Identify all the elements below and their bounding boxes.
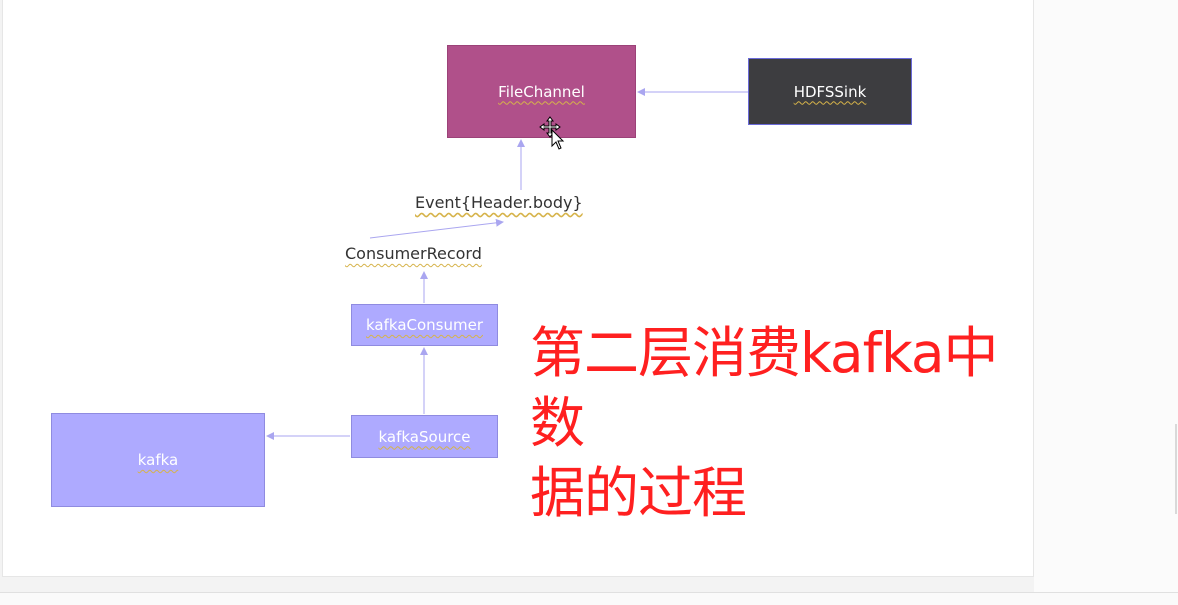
annotation-title: 第二层消费kafka中数 据的过程 (530, 318, 1000, 528)
kafka-label: kafka (137, 451, 179, 469)
annotation-title-line2: 据的过程 (530, 461, 747, 525)
bottom-margin (0, 592, 1178, 605)
kafka-source-node[interactable]: kafkaSource (351, 415, 498, 458)
arrow-record-to-event (369, 218, 504, 239)
annotation-title-line1: 第二层消费kafka中数 (530, 321, 999, 455)
right-margin (1034, 0, 1178, 604)
filechannel-label: FileChannel (498, 82, 585, 101)
filechannel-node[interactable]: FileChannel (447, 45, 636, 138)
move-cursor-icon (539, 116, 565, 150)
edge-marker (1175, 424, 1177, 514)
kafka-source-label: kafkaSource (378, 427, 471, 446)
event-label: Event{Header.body} (415, 193, 583, 212)
kafka-consumer-label: kafkaConsumer (366, 316, 483, 334)
event-label-text: Event{Header.body} (415, 193, 583, 212)
consumer-record-label: ConsumerRecord (345, 244, 482, 263)
hdfssink-node[interactable]: HDFSSink (748, 58, 912, 125)
kafka-node[interactable]: kafka (51, 413, 265, 507)
kafka-consumer-node[interactable]: kafkaConsumer (351, 304, 498, 346)
hdfssink-label: HDFSSink (793, 82, 867, 101)
